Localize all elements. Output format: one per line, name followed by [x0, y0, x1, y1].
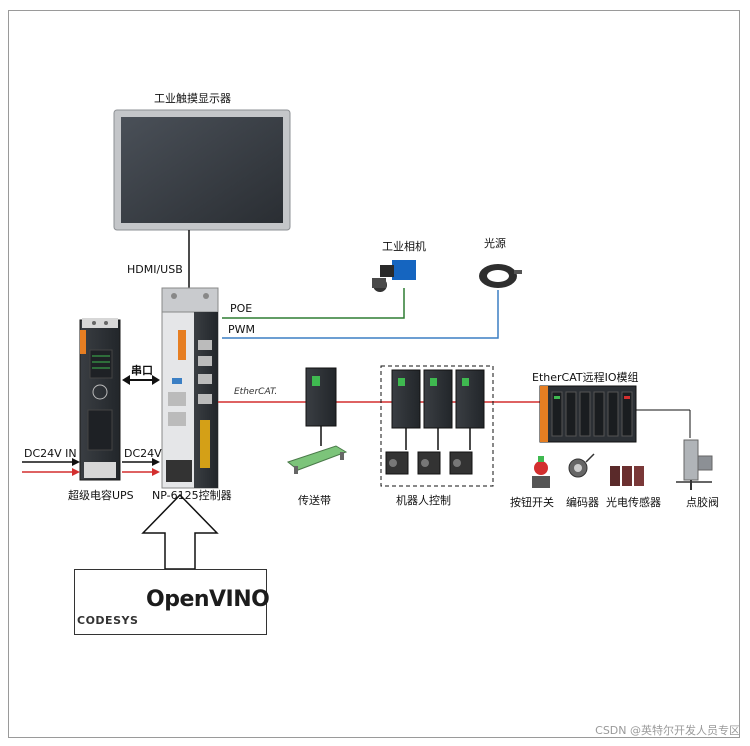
- robot-control-box: [380, 365, 494, 487]
- servo-drive-icon: [391, 369, 485, 429]
- servo-drive-icon: [305, 367, 337, 427]
- pwm-line: [222, 290, 499, 339]
- controller-icon: [161, 287, 219, 489]
- poe-line: [222, 288, 405, 319]
- ups-label: 超级电容UPS: [68, 489, 134, 502]
- ethercat-logo: EtherCAT.: [234, 387, 278, 397]
- dispense-valve-icon: [676, 439, 713, 490]
- button-switch-label: 按钮开关: [510, 496, 554, 509]
- serial-arrow: [122, 375, 160, 385]
- dc-in-arrows: [22, 458, 80, 476]
- dc24v-in-label: DC24V IN: [24, 447, 77, 460]
- conveyor-icon: [286, 445, 348, 474]
- poe-label: POE: [230, 302, 253, 315]
- watermark: CSDN @英特尔开发人员专区: [595, 724, 740, 737]
- display-icon: [113, 109, 291, 231]
- camera-icon: [372, 260, 416, 292]
- io-module-icon: [539, 385, 637, 443]
- button-switch-icon: [532, 456, 550, 488]
- dispense-valve-label: 点胶阀: [686, 496, 719, 509]
- encoder-icon: [568, 453, 595, 478]
- codesys-logo: CODESYS: [77, 614, 139, 627]
- industrial-camera-label: 工业相机: [382, 240, 426, 253]
- dc-out-arrows: [122, 458, 160, 476]
- serial-port-label: 串口: [131, 364, 153, 377]
- encoder-label: 编码器: [566, 496, 599, 509]
- ups-icon: [79, 318, 121, 481]
- touch-display-label: 工业触摸显示器: [154, 92, 231, 105]
- hdmi-usb-label: HDMI/USB: [127, 263, 183, 276]
- ethercat-io-label: EtherCAT远程IO模组: [532, 371, 639, 384]
- diagram-frame: [8, 10, 740, 738]
- openvino-logo: OpenVINO: [146, 587, 270, 612]
- stack-up-arrow: [141, 493, 219, 570]
- photo-sensor-label: 光电传感器: [606, 496, 661, 509]
- servo-motor-icon: [385, 451, 473, 475]
- photo-sensor-icon: [610, 466, 644, 486]
- pwm-label: PWM: [228, 323, 256, 336]
- ring-light-icon: [479, 264, 522, 288]
- robot-control-label: 机器人控制: [396, 494, 451, 507]
- conveyor-label: 传送带: [298, 494, 331, 507]
- light-source-label: 光源: [484, 237, 506, 250]
- software-logos-box: [74, 569, 267, 635]
- controller-label: NP-6125控制器: [152, 489, 232, 502]
- dc24v-label: DC24V: [124, 447, 162, 460]
